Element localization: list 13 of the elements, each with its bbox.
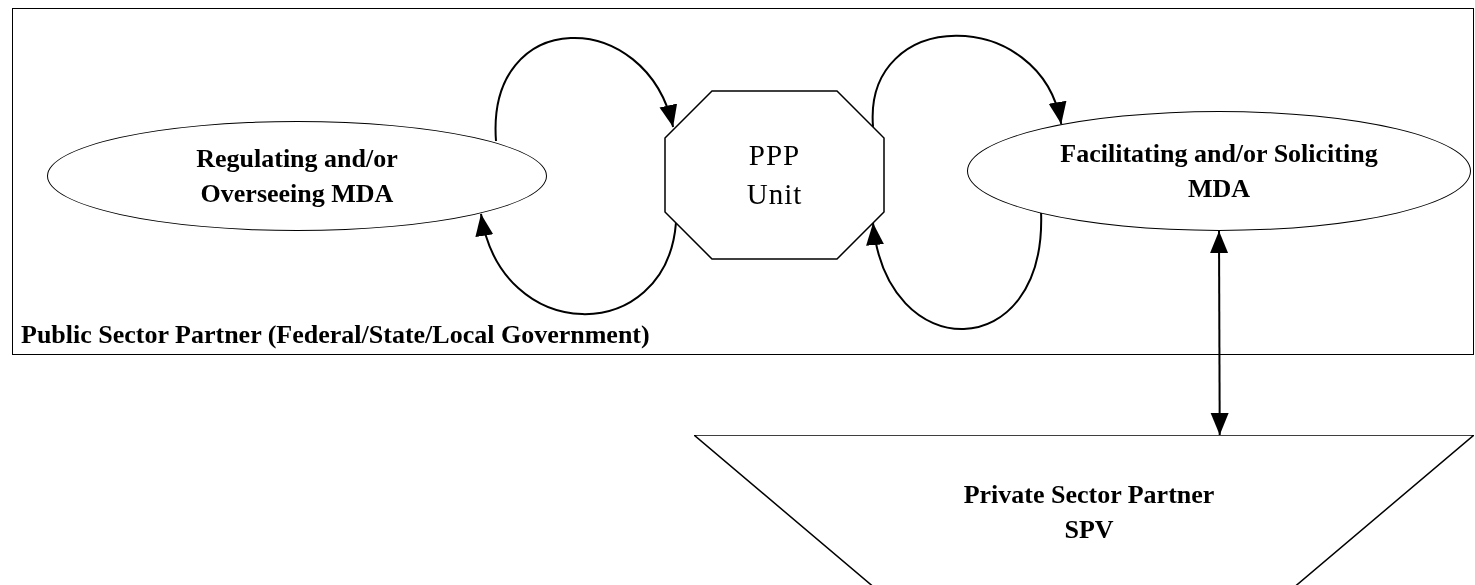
node-label: Facilitating and/or Soliciting MDA bbox=[1059, 137, 1379, 205]
node-label: Private Sector Partner bbox=[963, 479, 1215, 511]
triangle-node bbox=[694, 435, 1474, 585]
node-label: PPP Unit bbox=[745, 137, 804, 212]
group-box bbox=[12, 8, 1474, 355]
curved-arrow bbox=[872, 34, 1064, 128]
curved-arrow bbox=[868, 212, 1043, 330]
double-arrow bbox=[1210, 230, 1229, 436]
curved-arrow bbox=[477, 212, 677, 316]
octagon-node bbox=[665, 91, 884, 259]
curved-arrow bbox=[495, 37, 675, 142]
node-label: SPV bbox=[1064, 514, 1114, 547]
node-label: Regulating and/or Overseeing MDA bbox=[195, 142, 399, 210]
